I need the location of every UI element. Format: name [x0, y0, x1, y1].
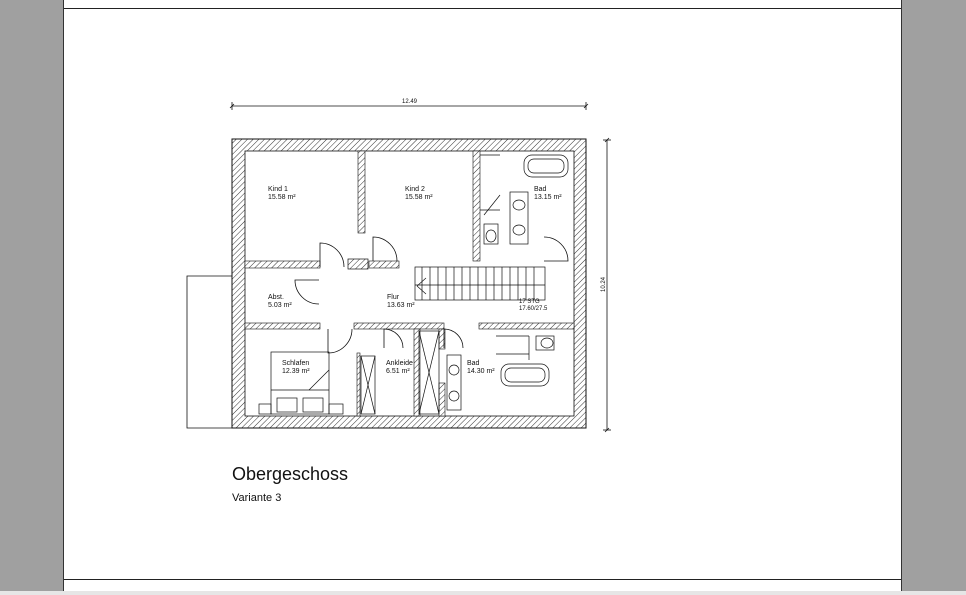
room-area: 13.63 m²: [387, 302, 415, 309]
floor-plan-drawing: [186, 102, 611, 433]
width-dimension-label: 12.49: [402, 99, 418, 105]
staircase: [414, 266, 546, 301]
stair-ratio: 17.60/27.5: [519, 306, 548, 312]
outer-walls: [231, 138, 587, 429]
balcony-outline: [186, 275, 232, 429]
shaft: [347, 258, 369, 270]
room-flur: Flur 13.63 m²: [387, 294, 415, 310]
bed: [258, 351, 344, 415]
room-name: Kind 1: [268, 186, 288, 193]
room-area: 5.03 m²: [268, 302, 292, 309]
width-dimension-line: [229, 102, 589, 110]
room-name: Schlafen: [282, 360, 310, 367]
room-name: Bad: [534, 186, 547, 193]
room-schlafen: Schlafen 12.39 m²: [282, 360, 310, 376]
viewer-bottom-bar: [0, 591, 966, 595]
room-area: 12.39 m²: [282, 368, 310, 375]
room-name: Flur: [387, 294, 400, 301]
bath-lower-fixtures: [446, 335, 555, 411]
room-name: Abst.: [268, 294, 284, 301]
height-dimension-line: [603, 137, 611, 433]
room-bad-lower: Bad 14.30 m²: [467, 360, 495, 376]
height-dimension-label: 10.24: [601, 276, 607, 292]
page-top-border: [64, 8, 901, 9]
page-bottom-border: [64, 579, 901, 580]
bath-upper-fixtures: [480, 154, 569, 245]
room-ankleide: Ankleide 6.51 m²: [386, 360, 413, 376]
room-area: 6.51 m²: [386, 368, 410, 375]
stair-label: 17 STG 17.60/27.5: [519, 299, 547, 313]
room-area: 15.58 m²: [268, 194, 296, 201]
interior-walls: [244, 150, 575, 417]
room-area: 14.30 m²: [467, 368, 495, 375]
room-area: 13.15 m²: [534, 194, 562, 201]
room-name: Bad: [467, 360, 480, 367]
room-area: 15.58 m²: [405, 194, 433, 201]
plan-title: Obergeschoss: [232, 464, 349, 484]
room-kind1: Kind 1 15.58 m²: [268, 186, 296, 202]
room-abst: Abst. 5.03 m²: [268, 294, 292, 310]
stair-count: 17 STG: [519, 299, 540, 305]
room-name: Kind 2: [405, 186, 425, 193]
room-name: Ankleide: [386, 360, 413, 367]
room-kind2: Kind 2 15.58 m²: [405, 186, 433, 202]
room-bad-upper: Bad 13.15 m²: [534, 186, 562, 202]
document-page: 12.49 10.24 Kind 1 15.58 m² Kind 2 15.58…: [63, 0, 902, 591]
wardrobe: [360, 330, 440, 415]
plan-subtitle: Variante 3: [232, 492, 282, 504]
